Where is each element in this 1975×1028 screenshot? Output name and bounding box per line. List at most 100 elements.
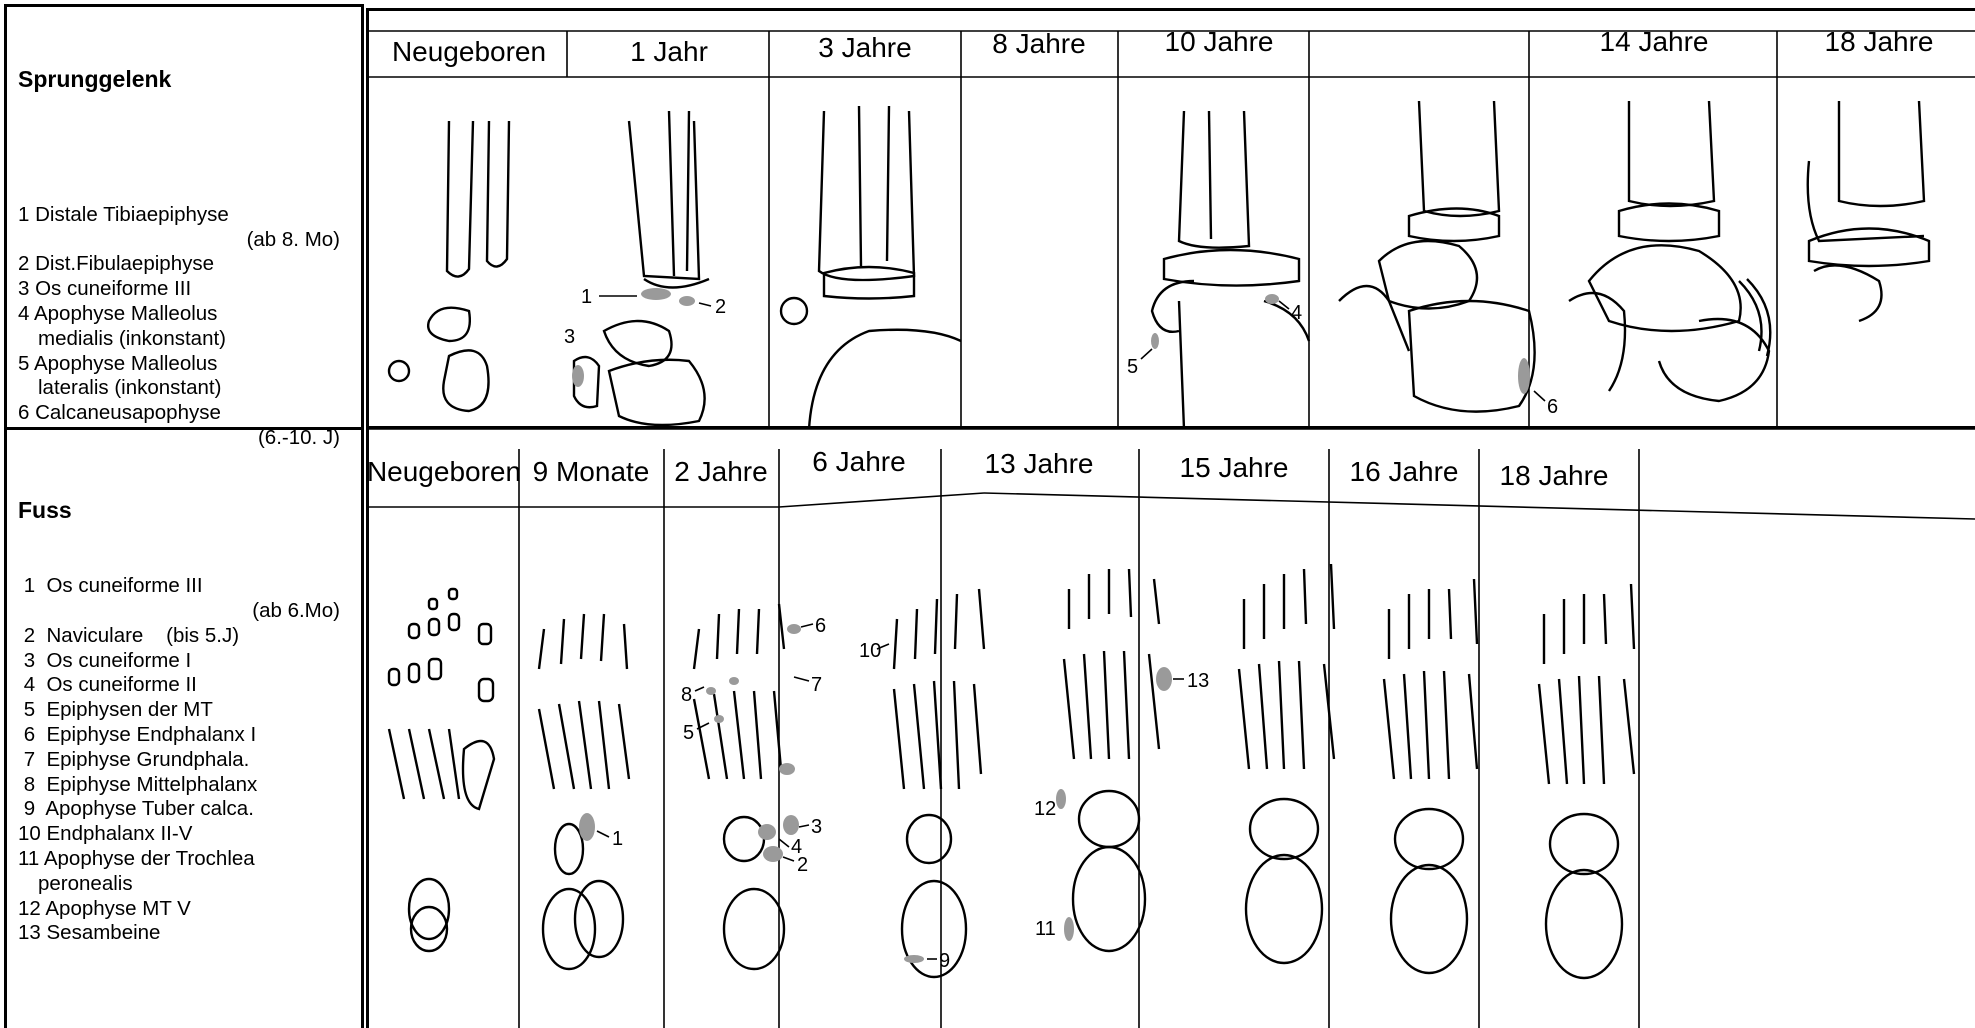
ossification-center (787, 624, 801, 634)
foot-age-4: 13 Jahre (985, 448, 1094, 479)
foot-legend: Fuss 1 Os cuneiforme III(ab 6.Mo) 2 Navi… (18, 445, 360, 971)
foot-9-months-bones: 1 (539, 614, 629, 969)
foot-age-3: 6 Jahre (812, 446, 905, 477)
ankle-marker-6: 6 (1547, 396, 1558, 418)
ossification-center (1518, 358, 1530, 394)
foot-13-year-bones: 13 12 11 (1034, 569, 1209, 951)
ossification-center (783, 815, 799, 835)
ankle-drawing: Neugeboren 1 Jahr 3 Jahre 8 Jahre 10 Jah… (369, 11, 1975, 429)
ankle-legend-item: 6 Calcaneusapophyse (18, 401, 360, 426)
foot-marker-2: 2 (797, 854, 808, 876)
foot-legend-list: 1 Os cuneiforme III(ab 6.Mo) 2 Navicular… (18, 574, 360, 946)
ankle-marker-4: 4 (1291, 302, 1302, 324)
foot-age-1: 9 Monate (533, 456, 650, 487)
ankle-legend-list: 1 Distale Tibiaepiphyse(ab 8. Mo)2 Dist.… (18, 203, 360, 451)
foot-panel: Neugeboren 9 Monate 2 Jahre 6 Jahre 13 J… (366, 429, 1975, 1028)
foot-legend-item-continuation: (ab 6.Mo) (18, 599, 340, 624)
foot-marker-1: 1 (612, 828, 623, 850)
foot-marker-8: 8 (681, 684, 692, 706)
ankle-10-year-bones: 6 (1339, 101, 1558, 418)
ossification-center (904, 955, 924, 963)
ankle-3-year-bones (781, 106, 961, 429)
foot-18-year-bones (1539, 584, 1634, 978)
foot-age-0: Neugeboren (369, 456, 521, 487)
foot-legend-item: 7 Epiphyse Grundphala. (18, 748, 360, 773)
ankle-heading: Sprunggelenk (18, 64, 360, 94)
ankle-panel: Neugeboren 1 Jahr 3 Jahre 8 Jahre 10 Jah… (366, 8, 1975, 429)
ossification-center (1064, 917, 1074, 941)
foot-legend-item: 6 Epiphyse Endphalanx I (18, 723, 360, 748)
foot-age-5: 15 Jahre (1180, 452, 1289, 483)
ankle-age-5: 14 Jahre (1600, 26, 1709, 57)
foot-marker-9: 9 (939, 950, 950, 972)
foot-age-6: 16 Jahre (1350, 456, 1459, 487)
foot-legend-item: 2 Naviculare (bis 5.J) (18, 624, 360, 649)
ankle-age-0: Neugeboren (392, 36, 546, 67)
ossification-center (763, 846, 783, 862)
ankle-marker-5: 5 (1127, 356, 1138, 378)
foot-age-7: 18 Jahre (1500, 460, 1609, 491)
ankle-legend-item-continuation: medialis (inkonstant) (18, 327, 360, 352)
foot-heading: Fuss (18, 495, 360, 525)
ankle-14-year-bones (1569, 101, 1770, 401)
ankle-age-3: 8 Jahre (992, 28, 1085, 59)
foot-legend-item: 3 Os cuneiforme I (18, 649, 360, 674)
ossification-center (779, 763, 795, 775)
foot-15-year-bones (1239, 564, 1334, 963)
ankle-legend-item: 3 Os cuneiforme III (18, 277, 360, 302)
ossification-center (1156, 667, 1172, 691)
ankle-age-1: 1 Jahr (630, 36, 708, 67)
ossification-center (1056, 789, 1066, 809)
ankle-legend-item-continuation: (ab 8. Mo) (18, 228, 340, 253)
foot-marker-12: 12 (1034, 798, 1056, 820)
foot-legend-item: 9 Apophyse Tuber calca. (18, 797, 360, 822)
foot-marker-10: 10 (859, 640, 881, 662)
ossification-center (1151, 333, 1159, 349)
foot-legend-item: 8 Epiphyse Mittelphalanx (18, 773, 360, 798)
foot-marker-7: 7 (811, 674, 822, 696)
foot-age-2: 2 Jahre (674, 456, 767, 487)
foot-newborn-bones (389, 589, 494, 951)
foot-legend-item: 4 Os cuneiforme II (18, 673, 360, 698)
foot-marker-11: 11 (1035, 918, 1056, 940)
ossification-center (579, 813, 595, 841)
ankle-legend-item: 2 Dist.Fibulaepiphyse (18, 252, 360, 277)
ankle-1-year-bones: 1 2 3 (564, 111, 726, 425)
ossification-center (758, 824, 776, 840)
ankle-marker-1: 1 (581, 286, 592, 308)
ankle-newborn-bones (389, 121, 509, 411)
foot-legend-item: 10 Endphalanx II-V (18, 822, 360, 847)
ankle-18-year-bones (1808, 101, 1929, 321)
ankle-age-2: 3 Jahre (818, 32, 911, 63)
foot-legend-item: 5 Epiphysen der MT (18, 698, 360, 723)
foot-16-year-bones (1384, 579, 1477, 973)
ankle-legend-item-continuation: lateralis (inkonstant) (18, 376, 360, 401)
ankle-8-year-bones: 4 5 (1127, 111, 1309, 429)
ankle-age-4: 10 Jahre (1165, 26, 1274, 57)
ankle-legend-item: 5 Apophyse Malleolus (18, 352, 360, 377)
ossification-center (714, 715, 724, 723)
ossification-center (679, 296, 695, 306)
foot-2-year-bones: 6 7 8 5 3 4 2 (681, 604, 826, 969)
ossification-center (572, 365, 584, 387)
foot-marker-6: 6 (815, 615, 826, 637)
foot-drawing: Neugeboren 9 Monate 2 Jahre 6 Jahre 13 J… (369, 429, 1975, 1028)
ankle-marker-2: 2 (715, 296, 726, 318)
foot-marker-13: 13 (1187, 670, 1209, 692)
foot-legend-item: 1 Os cuneiforme III (18, 574, 360, 599)
foot-legend-item: 12 Apophyse MT V (18, 897, 360, 922)
foot-legend-item: 13 Sesambeine (18, 921, 360, 946)
ankle-age-6: 18 Jahre (1825, 26, 1934, 57)
ankle-legend-item: 4 Apophyse Malleolus (18, 302, 360, 327)
foot-marker-5: 5 (683, 722, 694, 744)
foot-legend-item: 11 Apophyse der Trochlea (18, 847, 360, 872)
foot-legend-item-continuation: peronealis (18, 872, 360, 897)
ankle-legend: Sprunggelenk 1 Distale Tibiaepiphyse(ab … (18, 14, 360, 476)
ossification-center (729, 677, 739, 685)
ossification-center (706, 687, 716, 695)
ossification-center (641, 288, 671, 300)
ossification-center (1265, 294, 1279, 304)
ankle-marker-3: 3 (564, 326, 575, 348)
foot-marker-3: 3 (811, 816, 822, 838)
ankle-legend-item: 1 Distale Tibiaepiphyse (18, 203, 360, 228)
